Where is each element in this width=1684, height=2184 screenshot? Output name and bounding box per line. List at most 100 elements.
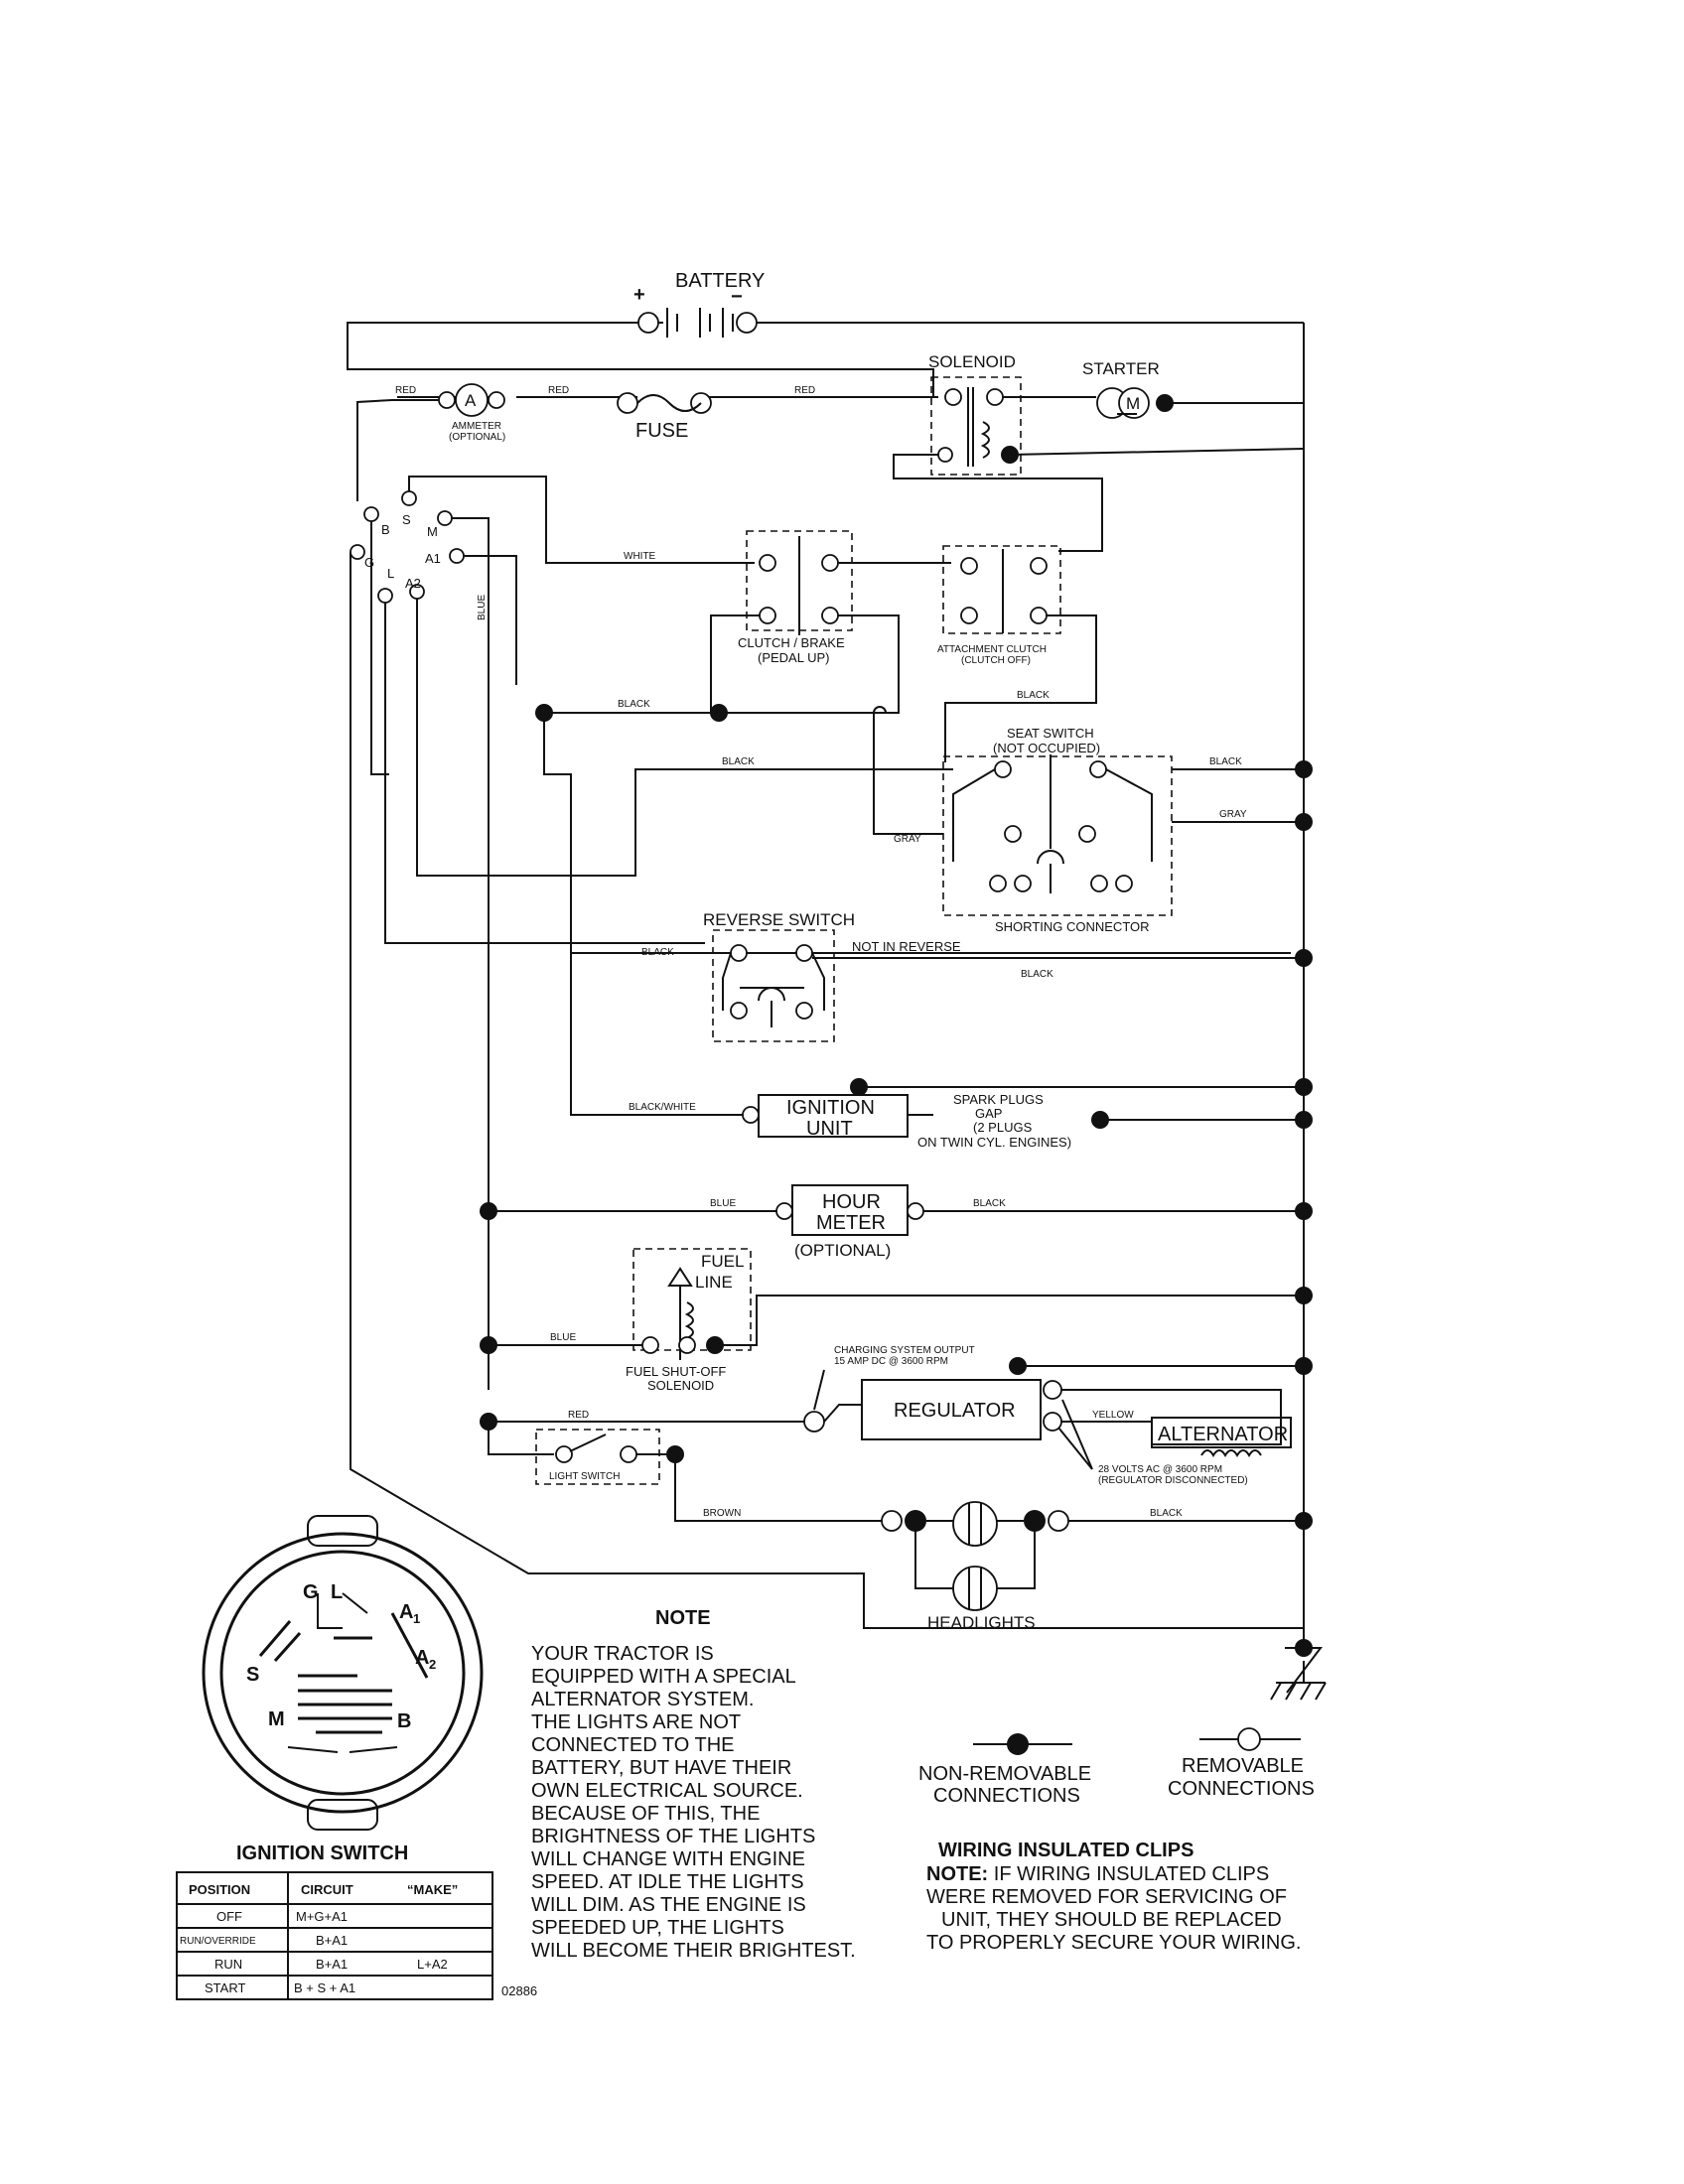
node-ground-1660 (1295, 1639, 1313, 1657)
wire-label-blue-hour: BLUE (710, 1198, 736, 1209)
fuel-solenoid-line1: FUEL SHUT-OFF (626, 1364, 726, 1379)
spark-plugs-line4: ON TWIN CYL. ENGINES) (917, 1135, 1071, 1150)
wire-g-loop (350, 552, 1304, 1629)
battery: BATTERY + − (633, 270, 765, 338)
wire-a1 (464, 555, 517, 685)
battery-negative-sign: − (731, 286, 743, 308)
fuel-line-label1: FUEL (701, 1252, 744, 1271)
note-line-4: CONNECTED TO THE (531, 1734, 734, 1756)
legend-non-removable-line2: CONNECTIONS (933, 1785, 1080, 1807)
wire-label-black-attachment: BLACK (1017, 690, 1050, 701)
terminal-g: G (364, 555, 374, 570)
ignition-switch-face: G L A 1 A 2 S M B (202, 1515, 484, 1831)
clips-note-label: NOTE: (926, 1863, 988, 1885)
ignition-table-row-2-make: L+A2 (417, 1957, 448, 1972)
wire-label-black-718: BLACK (618, 699, 650, 710)
spark-plugs-line3: (2 PLUGS (973, 1120, 1033, 1135)
ammeter-label: AMMETER (452, 421, 501, 432)
clutch-brake-note: (PEDAL UP) (758, 650, 829, 665)
switch-face-s: S (246, 1664, 259, 1686)
wire-red-main (397, 396, 938, 398)
alt-volts-arrows (1057, 1399, 1093, 1470)
svg-text:NOTE: IF WIRING INSULATED CLIP: NOTE: IF WIRING INSULATED CLIPS (926, 1863, 1269, 1885)
charging-line1: CHARGING SYSTEM OUTPUT (834, 1345, 975, 1356)
wire-b (370, 521, 389, 775)
ignition-table-row-3-circuit: B + S + A1 (294, 1980, 355, 1995)
node-ground-1128 (1295, 1111, 1313, 1129)
terminal-l: L (387, 566, 394, 581)
note-line-6: OWN ELECTRICAL SOURCE. (531, 1780, 803, 1802)
ground-symbol (1270, 1682, 1327, 1701)
wire-attachment-black (944, 614, 1097, 762)
ignition-table-row-0-position: OFF (216, 1909, 242, 1924)
note-line-10: SPEED. AT IDLE THE LIGHTS (531, 1871, 804, 1893)
terminal-s: S (402, 512, 411, 527)
legend-removable-symbol (1237, 1727, 1261, 1751)
starter-label: STARTER (1082, 359, 1160, 378)
seat-switch: SEAT SWITCH (NOT OCCUPIED) SHORTING CONN… (942, 726, 1173, 934)
terminal-m: M (427, 524, 438, 539)
node-ground-1220 (1295, 1202, 1313, 1220)
diagram-code: 02886 (501, 1983, 537, 1998)
ignition-unit-line1: IGNITION (786, 1097, 875, 1119)
wire-solenoid-coil (893, 454, 1103, 552)
ignition-table: IGNITION SWITCH POSITION CIRCUIT “MAKE” … (176, 1843, 537, 2000)
switch-face-l: L (331, 1581, 343, 1603)
wire-ignition-ground (858, 1086, 1304, 1096)
solenoid: SOLENOID (928, 352, 1022, 476)
shorting-connector-label: SHORTING CONNECTOR (995, 919, 1150, 934)
ignition-table-header-position: POSITION (189, 1882, 250, 1897)
note-line-5: BATTERY, BUT HAVE THEIR (531, 1757, 791, 1779)
ignition-table-row-0-circuit: M+G+A1 (296, 1909, 348, 1924)
wire-reg-in (823, 1404, 862, 1423)
legend-non-removable-line1: NON-REMOVABLE (918, 1763, 1091, 1785)
wire-label-black-reverse-out: BLACK (1021, 969, 1053, 980)
terminal-b: B (381, 522, 390, 537)
wire-label-red-1: RED (395, 385, 416, 396)
wire-label-red-3: RED (794, 385, 815, 396)
switch-face-a2-sub: 2 (429, 1657, 436, 1672)
note-line-8: BRIGHTNESS OF THE LIGHTS (531, 1826, 815, 1847)
ignition-table-row-1-circuit: B+A1 (316, 1933, 348, 1948)
wire-label-red-regulator: RED (568, 1410, 589, 1421)
wire-ammeter-to-switch (356, 399, 439, 501)
ignition-table-row-2-circuit: B+A1 (316, 1957, 348, 1972)
wire-l (384, 603, 705, 944)
wire-label-black-white: BLACK/WHITE (629, 1102, 696, 1113)
battery-positive-sign: + (633, 284, 645, 306)
fuse: FUSE (617, 392, 712, 442)
ignition-table-header-circuit: CIRCUIT (301, 1882, 353, 1897)
starter-symbol: M (1126, 394, 1140, 413)
reverse-switch: REVERSE SWITCH NOT IN REVERSE (703, 910, 961, 1042)
hour-meter-line2: METER (816, 1212, 886, 1234)
ammeter-note: (OPTIONAL) (449, 432, 505, 443)
ignition-unit-line2: UNIT (806, 1118, 853, 1140)
spark-plugs-line1: SPARK PLUGS (953, 1092, 1044, 1107)
wire-label-gray-right: GRAY (1219, 809, 1247, 820)
wire-label-black-reverse: BLACK (641, 947, 674, 958)
clips-line4: TO PROPERLY SECURE YOUR WIRING. (926, 1932, 1301, 1954)
wire-battery-positive-solenoid (347, 322, 934, 397)
wire-solenoid-ground (1009, 448, 1305, 456)
legend-removable-line2: CONNECTIONS (1168, 1778, 1315, 1800)
node-ground-1532 (1295, 1512, 1313, 1530)
alt-volts-line1: 28 VOLTS AC @ 3600 RPM (1098, 1464, 1222, 1475)
wire-a2 (416, 599, 695, 877)
note-line-11: WILL DIM. AS THE ENGINE IS (531, 1894, 806, 1916)
terminal-a2: A2 (405, 576, 421, 591)
seat-switch-note: (NOT OCCUPIED) (993, 741, 1100, 755)
wire-seat-gray-left (873, 713, 943, 835)
node-black-718-mid (710, 704, 728, 722)
regulator-label: REGULATOR (894, 1400, 1016, 1422)
node-blue-hour (480, 1202, 497, 1220)
starter-motor: STARTER M (1082, 359, 1160, 419)
clutch-brake-switch: CLUTCH / BRAKE (PEDAL UP) (738, 530, 853, 665)
wire-fuel-ground (715, 1295, 1304, 1346)
hour-meter: HOUR METER (OPTIONAL) (775, 1184, 924, 1260)
wire-label-red-2: RED (548, 385, 569, 396)
switch-face-m: M (268, 1708, 285, 1730)
wire-label-gray-left: GRAY (894, 834, 921, 845)
charging-line2: 15 AMP DC @ 3600 RPM (834, 1356, 948, 1367)
regulator: REGULATOR (861, 1379, 1042, 1440)
fuel-line-label2: LINE (695, 1273, 733, 1292)
